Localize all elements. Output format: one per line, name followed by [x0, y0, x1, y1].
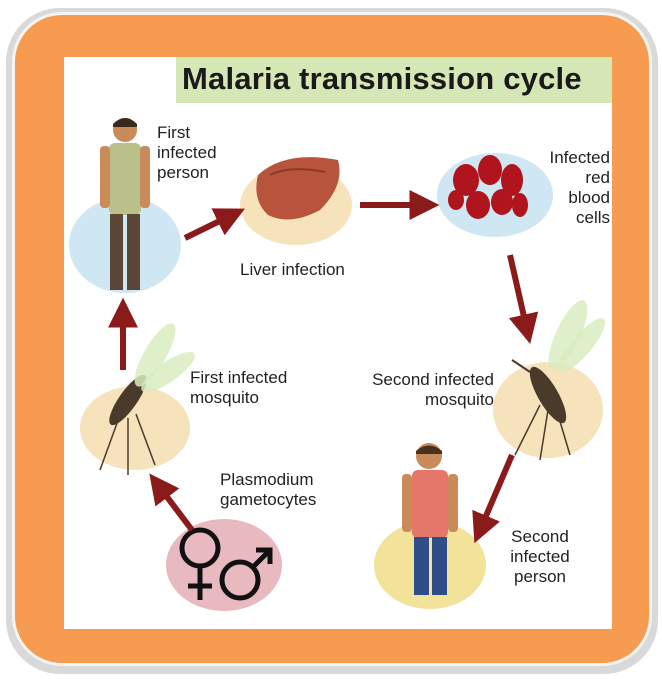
label-first-infected-person: First infected person	[157, 123, 217, 183]
label-first-infected-mosquito: First infected mosquito	[190, 368, 287, 408]
label-plasmodium-gametocytes: Plasmodium gametocytes	[220, 470, 316, 510]
label-liver-infection: Liver infection	[240, 260, 345, 280]
arrow-person-to-liver	[185, 215, 232, 238]
label-second-infected-mosquito: Second infected mosquito	[346, 370, 494, 410]
label-second-infected-person: Second infected person	[500, 527, 580, 587]
gametocyte-ellipse	[166, 519, 282, 611]
arrow-person-to-gametocytes	[158, 485, 192, 530]
arrow-rbc-to-mosquito	[510, 255, 527, 330]
arrow-mosquito-to-person	[480, 455, 512, 530]
label-infected-rbc: Infected red blood cells	[536, 148, 610, 228]
